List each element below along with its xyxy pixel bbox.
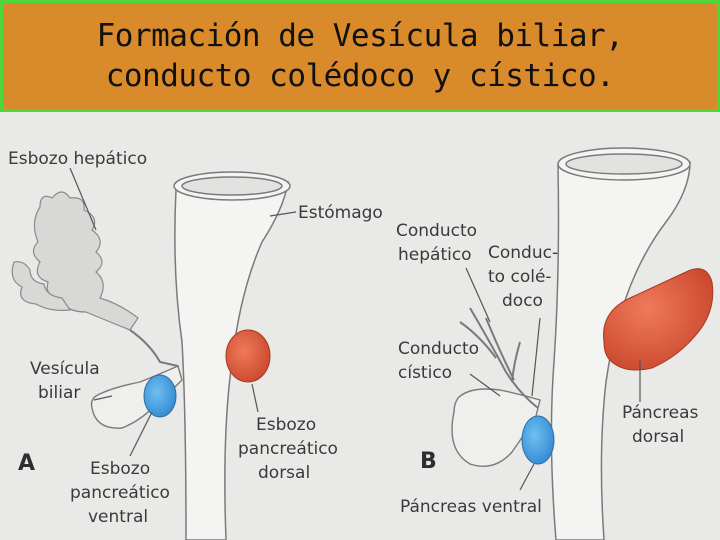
panel-letter-b: B [420,449,437,474]
label-esbozo-ventral-line2: pancreático [70,483,170,503]
ventral-pancreas-bud-a [143,374,177,418]
label-conducto-cistico-line2: cístico [398,363,452,383]
dorsal-pancreas-bud-a [225,329,271,383]
panel-letter-a: A [18,451,35,476]
label-esbozo-ventral-line1: Esbozo [90,459,150,479]
label-conducto-hepatico-line1: Conducto [396,221,477,241]
label-vesicula-line1: Vesícula [30,359,100,379]
label-estomago: Estómago [298,203,383,223]
liver-bud-shape [11,191,139,331]
label-vesicula-line2: biliar [38,383,80,403]
label-coledoco-line3: doco [502,291,543,311]
label-conducto-cistico-line1: Conducto [398,339,479,359]
label-esbozo-hepatico: Esbozo hepático [8,149,147,169]
figure-drawing: Esbozo hepático Estómago Vesícula biliar… [8,147,714,540]
ducts-b [459,307,539,409]
label-esbozo-ventral-line3: ventral [88,507,148,527]
label-pancreas-dorsal-line2: dorsal [632,427,684,447]
panel-b: Conducto hepático Conduc- to colé- doco … [396,147,714,540]
label-esbozo-dorsal-line1: Esbozo [256,415,316,435]
label-esbozo-dorsal-line3: dorsal [258,463,310,483]
ventral-pancreas-b [521,415,555,465]
title-line-2: conducto colédoco y cístico. [105,58,615,94]
panel-a: Esbozo hepático Estómago Vesícula biliar… [8,149,383,540]
leader-lines-a [69,167,297,457]
label-pancreas-ventral: Páncreas ventral [400,497,542,517]
label-pancreas-dorsal-line1: Páncreas [622,403,699,423]
label-conducto-hepatico-line2: hepático [398,245,472,265]
stomach-tube-b [550,147,691,540]
dorsal-pancreas-b [603,268,714,371]
label-esbozo-dorsal-line2: pancreático [238,439,338,459]
embryology-figure: Esbozo hepático Estómago Vesícula biliar… [0,112,720,540]
title-banner: Formación de Vesícula biliar, conducto c… [0,0,720,112]
duct-a [129,329,179,367]
label-coledoco-line2: to colé- [488,267,552,287]
leader-lines-b [465,267,641,491]
label-coledoco-line1: Conduc- [488,243,558,263]
title-line-1: Formación de Vesícula biliar, [96,18,624,54]
